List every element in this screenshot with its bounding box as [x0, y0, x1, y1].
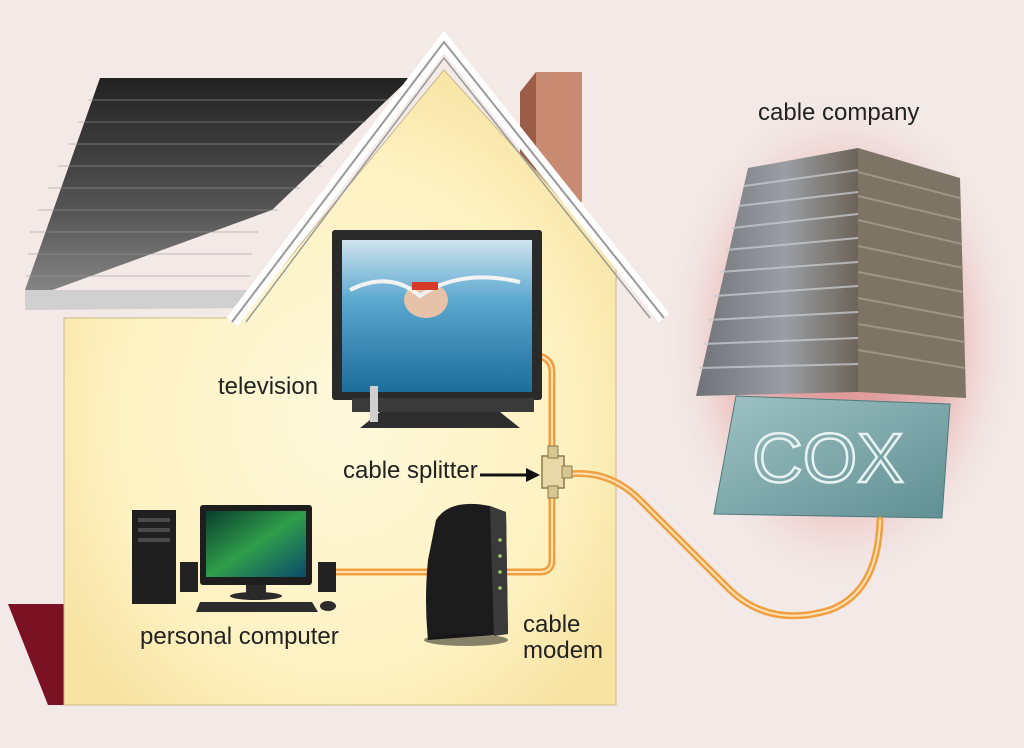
coax-cables [332, 352, 884, 620]
roof [25, 78, 410, 310]
cable-modem-label-line1: cable [523, 611, 581, 638]
cable-splitter-label: cable splitter [343, 457, 478, 484]
personal-computer-label: personal computer [140, 623, 339, 650]
cable-company-label: cable company [758, 99, 920, 126]
desktop-computer-icon [132, 505, 336, 612]
cable-modem-label: cable modem [523, 611, 604, 665]
arrow-right-icon [480, 468, 540, 482]
cox-sign-text: COX [752, 419, 904, 497]
television-icon [332, 230, 542, 428]
cable-splitter-icon [541, 445, 573, 499]
office-building-icon [696, 148, 966, 398]
cable-modem-icon [424, 503, 508, 646]
cox-sign: COX [713, 395, 951, 519]
television-label: television [218, 373, 319, 400]
cable-modem-label-line2: modem [523, 637, 604, 665]
ground-shadow [8, 604, 64, 705]
